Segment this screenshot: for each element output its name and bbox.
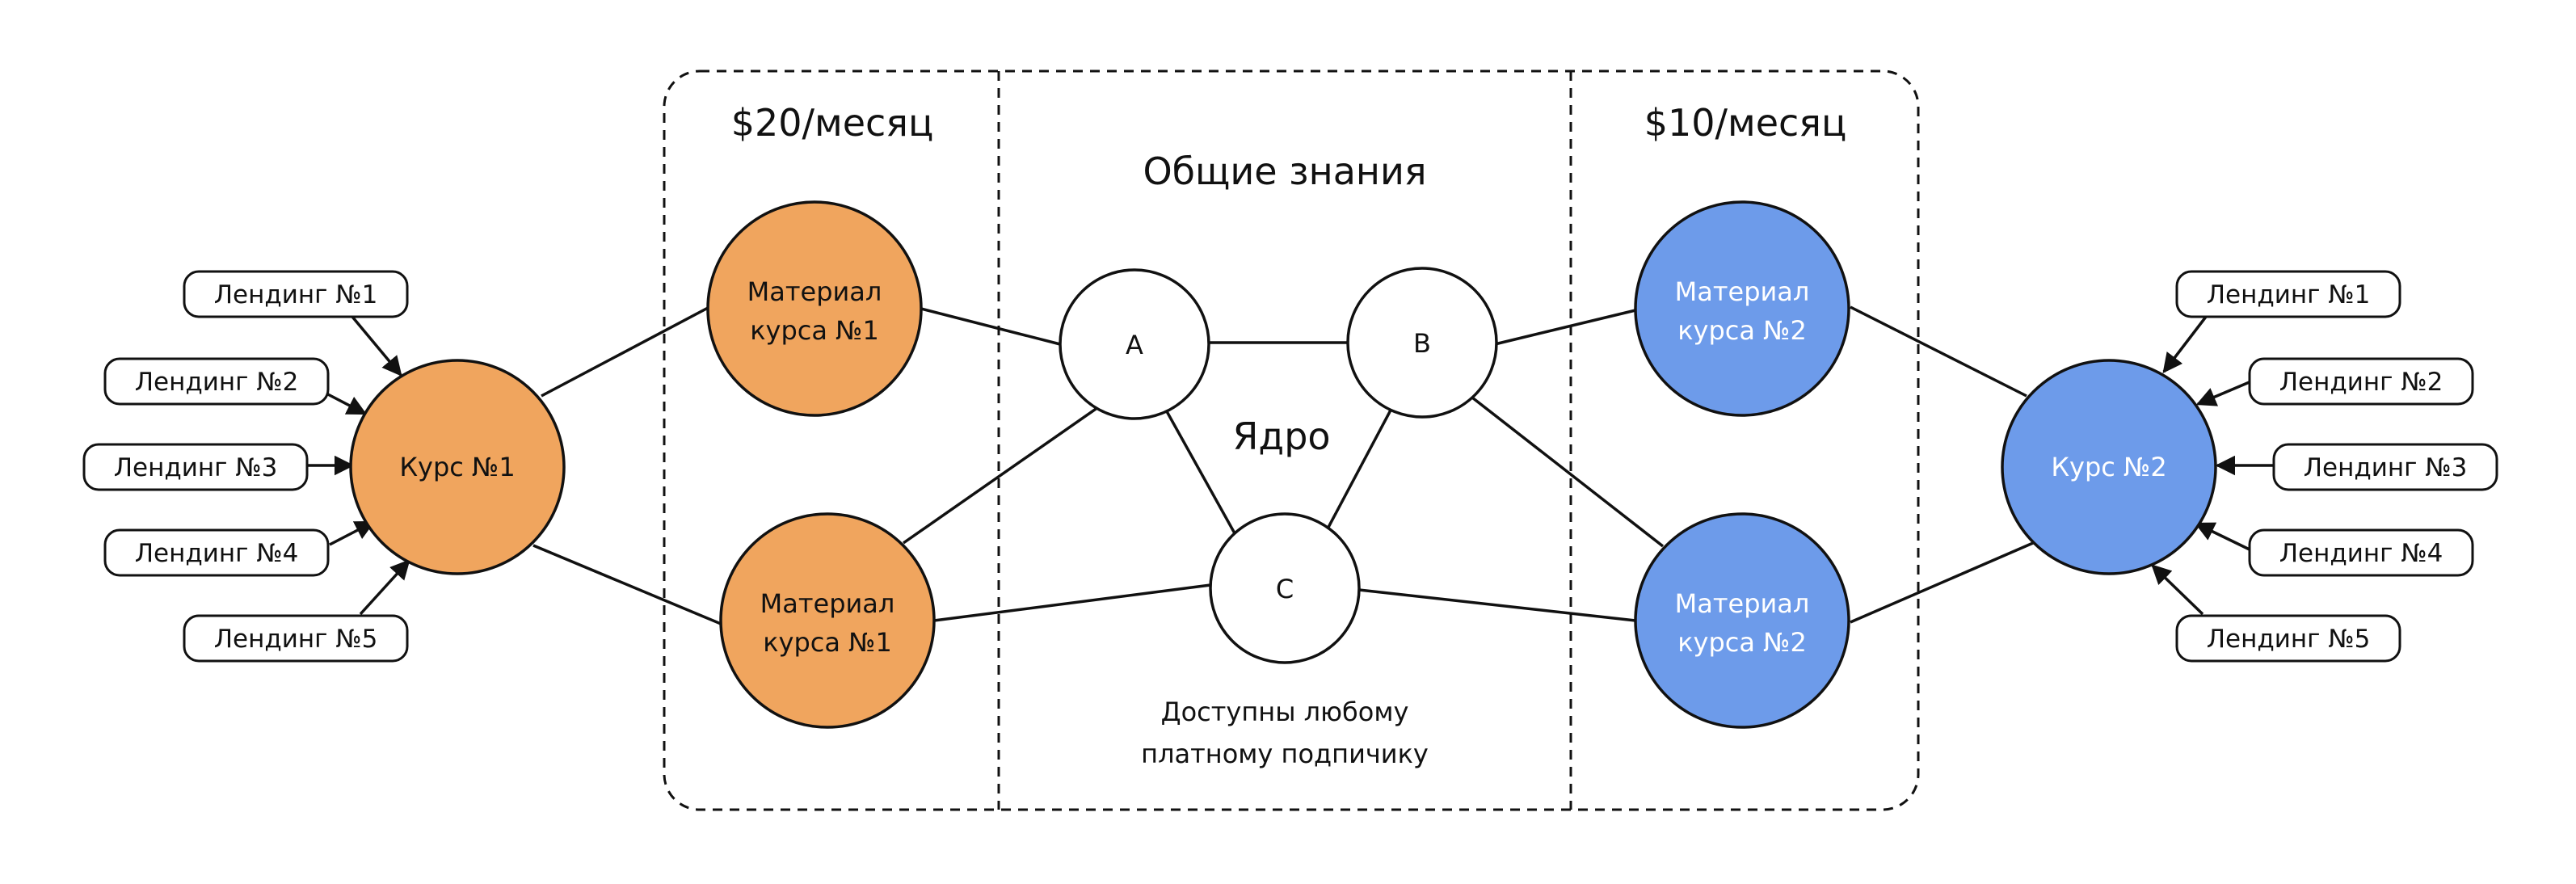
core-node-b bbox=[1346, 267, 1498, 419]
arrow-course1-landing-2 bbox=[324, 391, 368, 415]
edge-material2-bottom-course2 bbox=[1850, 541, 2034, 624]
course2-material-bottom-line2: курса №2 bbox=[1677, 627, 1807, 658]
course2-landing-box-5 bbox=[2175, 614, 2401, 663]
course2-landing-1: Лендинг №1 bbox=[2207, 280, 2371, 309]
edge-course1-material1-top bbox=[541, 305, 710, 398]
arrow-course2-landing-1 bbox=[2162, 315, 2208, 373]
course1-landing-2: Лендинг №2 bbox=[135, 368, 299, 397]
arrow-course2-landing-5 bbox=[2151, 564, 2204, 616]
course2-material-bottom-line1: Материал bbox=[1675, 588, 1810, 619]
arrow-course1-landing-4 bbox=[329, 520, 376, 546]
course1-landing-arrows bbox=[302, 315, 410, 616]
course2-node bbox=[2001, 359, 2217, 575]
course1-landing-box-2 bbox=[103, 357, 330, 406]
core-node-c-label: C bbox=[1276, 574, 1294, 604]
section-title-right-price: $10/месяц bbox=[1644, 101, 1847, 145]
edge-b-c bbox=[1324, 405, 1395, 534]
course1-landings: Лендинг №1 Лендинг №2 Лендинг №3 Лендинг… bbox=[82, 270, 409, 663]
edge-material1-top-a bbox=[920, 307, 1061, 346]
core-node-a-label: A bbox=[1126, 330, 1143, 360]
course1-node bbox=[349, 359, 566, 575]
course1-landing-box-1 bbox=[183, 270, 409, 318]
arrow-course2-landing-2 bbox=[2195, 380, 2252, 406]
course1-landing-box-4 bbox=[103, 528, 330, 577]
course2-material-bottom-node bbox=[1634, 512, 1850, 729]
core-caption-line1: Доступны любому bbox=[1161, 697, 1409, 727]
course1-landing-3: Лендинг №3 bbox=[114, 453, 278, 482]
course1-landing-5: Лендинг №5 bbox=[214, 625, 378, 654]
section-title-left-price: $20/месяц bbox=[731, 101, 934, 145]
course2-landing-box-3 bbox=[2272, 443, 2498, 491]
course2-landing-4: Лендинг №4 bbox=[2279, 539, 2443, 568]
arrow-course1-landing-1 bbox=[351, 315, 402, 377]
core-node-b-label: B bbox=[1413, 328, 1431, 359]
course1-landing-1: Лендинг №1 bbox=[214, 280, 378, 309]
edge-material1-bottom-c bbox=[933, 583, 1211, 622]
subscription-frame bbox=[663, 69, 1920, 811]
course2-landing-arrows bbox=[2151, 315, 2277, 616]
core-caption-line2: платному подпичику bbox=[1141, 739, 1429, 769]
course2-label: Курс №2 bbox=[2051, 452, 2166, 482]
course2-landing-3: Лендинг №3 bbox=[2304, 453, 2468, 482]
course2-material-top-line2: курса №2 bbox=[1677, 315, 1807, 346]
course2-landing-2: Лендинг №2 bbox=[2279, 368, 2443, 397]
arrow-course1-landing-5 bbox=[359, 559, 410, 616]
edges bbox=[532, 305, 2034, 625]
course2-material-top-line1: Материал bbox=[1675, 276, 1810, 307]
course1-landing-box-5 bbox=[183, 614, 409, 663]
section-title-core: Общие знания bbox=[1143, 149, 1426, 193]
course2-landing-5: Лендинг №5 bbox=[2207, 625, 2371, 654]
edge-b-material2-bottom bbox=[1471, 396, 1665, 548]
course1-material-top-node bbox=[706, 200, 923, 417]
course2-landing-box-2 bbox=[2248, 357, 2474, 406]
core-label: Ядро bbox=[1232, 415, 1330, 458]
course1-material-bottom-node bbox=[719, 512, 936, 729]
course1-landing-box-3 bbox=[82, 443, 309, 491]
course1-material-bottom-line2: курса №1 bbox=[763, 627, 892, 658]
course1-material-top-line1: Материал bbox=[747, 276, 882, 307]
course2-landing-box-4 bbox=[2248, 528, 2474, 577]
edge-a-c bbox=[1162, 405, 1236, 534]
edge-c-material2-bottom bbox=[1358, 588, 1636, 622]
course2-landing-box-1 bbox=[2175, 270, 2401, 318]
course1-landing-4: Лендинг №4 bbox=[135, 539, 299, 568]
course2-material-top-node bbox=[1634, 200, 1850, 417]
course1-label: Курс №1 bbox=[399, 452, 515, 482]
core-node-c bbox=[1209, 512, 1361, 664]
edge-course1-material1-bottom bbox=[532, 544, 722, 625]
edge-material1-bottom-a bbox=[902, 404, 1102, 545]
course1-material-bottom-line1: Материал bbox=[760, 588, 895, 619]
core-node-a bbox=[1059, 268, 1210, 420]
course2-landings: Лендинг №1 Лендинг №2 Лендинг №3 Лендинг… bbox=[2175, 270, 2498, 663]
course1-material-top-line2: курса №1 bbox=[750, 315, 879, 346]
edge-b-material2-top bbox=[1494, 309, 1636, 346]
edge-material2-top-course2 bbox=[1850, 305, 2027, 398]
arrow-course2-landing-4 bbox=[2194, 522, 2254, 553]
